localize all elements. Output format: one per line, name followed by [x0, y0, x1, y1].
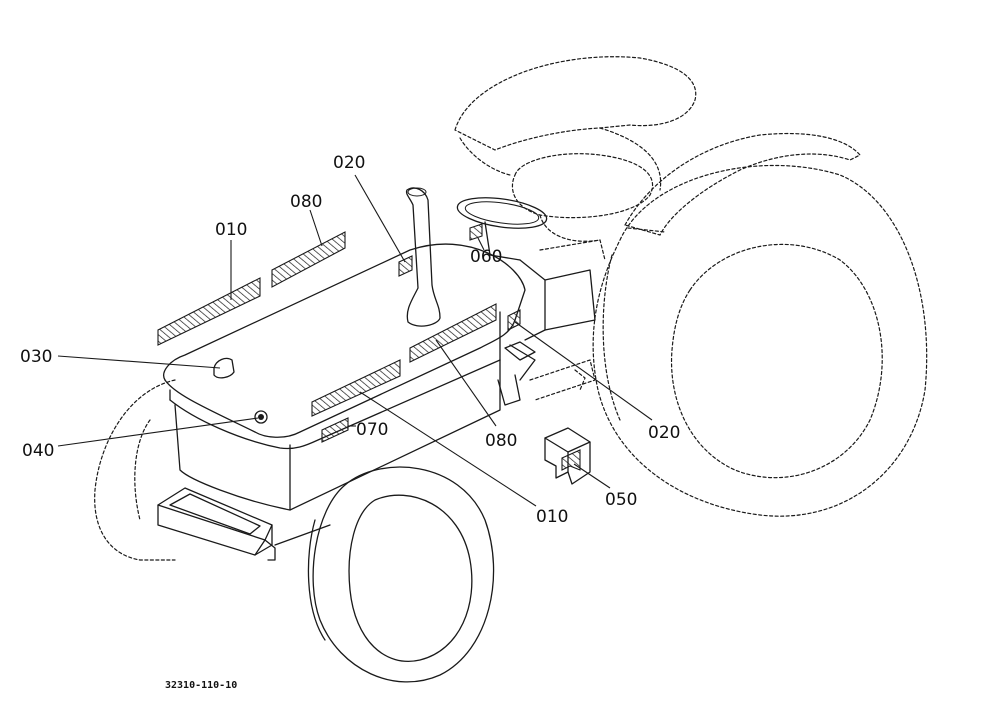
- decal-010-side: [311, 359, 401, 417]
- callout-060: 060: [470, 247, 502, 267]
- callout-020-right: 020: [648, 423, 680, 443]
- decal-080-side: [409, 303, 497, 363]
- callout-050: 050: [605, 490, 637, 510]
- callout-010-bottom: 010: [536, 507, 568, 527]
- figure-code: 32310-110-10: [165, 680, 237, 691]
- front-tire: [307, 466, 495, 683]
- decals: [157, 223, 521, 443]
- left-front-tire: [94, 379, 176, 561]
- front-bumper: [157, 487, 331, 561]
- fuel-cap: [213, 357, 235, 379]
- decal-020-side: [507, 309, 521, 331]
- callout-080-right: 080: [485, 431, 517, 451]
- decal-020-hood-top: [398, 255, 413, 277]
- part-050: [544, 427, 591, 485]
- leader-lines: [57, 174, 653, 507]
- decal-070-side: [321, 417, 349, 443]
- hood: [163, 243, 526, 511]
- callout-030: 030: [20, 347, 52, 367]
- rear-tire: [592, 164, 928, 517]
- decal-080-hood-left: [271, 231, 346, 288]
- exhaust-muffler: [405, 187, 441, 327]
- decal-060-dash: [469, 223, 483, 241]
- decal-010-hood-left: [157, 277, 261, 346]
- callout-080-left: 080: [290, 192, 322, 212]
- dash-panel: [497, 239, 606, 406]
- callout-010-left: 010: [215, 220, 247, 240]
- callout-070: 070: [356, 420, 388, 440]
- callout-020-top: 020: [333, 153, 365, 173]
- canopy-frame: [454, 56, 697, 191]
- step: [504, 341, 586, 391]
- indicator-lamp: [254, 410, 268, 424]
- callout-040: 040: [22, 441, 54, 461]
- steering-wheel: [456, 197, 548, 261]
- rear-fender: [624, 132, 861, 236]
- callout-labels: 010 080 020 060 030 040 070 080 010 050 …: [20, 153, 680, 527]
